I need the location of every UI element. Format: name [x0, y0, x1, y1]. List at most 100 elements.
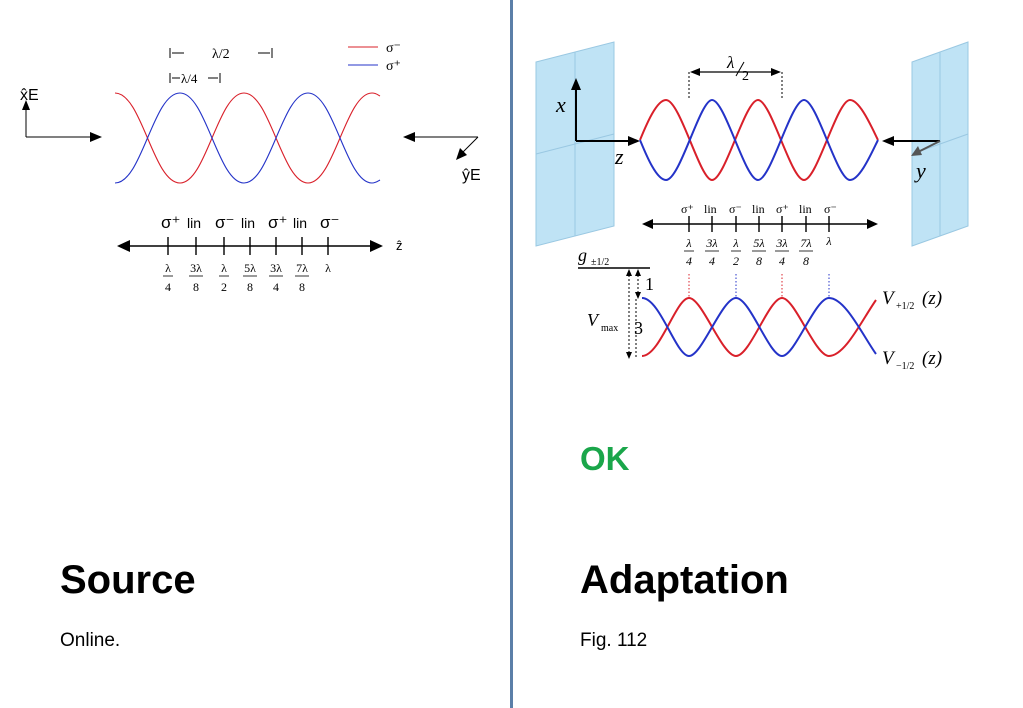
tick-label: 2 — [733, 254, 739, 268]
v-minus-label: V — [882, 348, 896, 369]
adaptation-figure: x z y λ 2 σ⁺ lin σ⁻ lin σ⁺ lin σ⁻ λ 4 3λ — [535, 41, 969, 372]
pol-lin-2: lin — [752, 202, 765, 216]
pol-sigma-plus-2: σ⁺ — [776, 202, 789, 216]
tick-label: λ — [221, 261, 227, 275]
z-axis-label: z — [614, 144, 624, 169]
x-axis-arrowhead — [22, 100, 30, 110]
z-axis-arrowhead — [628, 136, 640, 146]
z-axis-label: ẑ — [396, 238, 403, 253]
g-label: g — [578, 245, 587, 265]
source-heading: Source — [60, 558, 196, 602]
pol-sigma-plus-1: σ⁺ — [681, 202, 694, 216]
status-badge: OK — [580, 440, 630, 477]
right-mirror — [911, 41, 969, 247]
tick-label: λ — [165, 261, 171, 275]
tick-label: 4 — [273, 280, 279, 294]
adaptation-polarization-sequence: σ⁺ lin σ⁻ lin σ⁺ lin σ⁻ — [681, 202, 837, 216]
vmax-label-sub: max — [601, 323, 618, 334]
half-span-slash — [735, 61, 745, 77]
adaptation-caption: Fig. 112 — [580, 630, 648, 651]
pol-sigma-minus-2: σ⁻ — [824, 202, 837, 216]
level-three-label: 3 — [634, 318, 643, 338]
tick-label: 5λ — [753, 236, 764, 250]
left-beam-arrowhead — [90, 132, 102, 142]
quarter-wavelength-marker — [169, 73, 221, 83]
upper-blue-wave — [639, 98, 879, 182]
potential-red-wave — [641, 296, 877, 358]
x-axis-arrowhead — [571, 78, 581, 90]
y-axis-arrowhead — [911, 146, 922, 156]
legend-blue-label: σ⁺ — [386, 59, 401, 74]
level-one-arrowhead-up — [635, 269, 641, 276]
tick-label: 3λ — [270, 261, 282, 275]
y-axis-line — [460, 136, 479, 155]
middle-axis-ticks — [688, 216, 830, 232]
quarter-wavelength-label: λ/4 — [181, 71, 198, 86]
tick-label: 4 — [686, 254, 692, 268]
v-plus-arg: (z) — [922, 288, 942, 309]
tick-label: 8 — [756, 254, 762, 268]
g-label-sub: ±1/2 — [591, 257, 609, 268]
tick-label: 8 — [803, 254, 809, 268]
pol-lin-1: lin — [704, 202, 717, 216]
blue-wave — [114, 92, 381, 184]
tick-label: 5λ — [244, 261, 256, 275]
pol-lin-3: lin — [293, 215, 307, 231]
y-axis-label: y — [914, 158, 926, 183]
v-plus-sub: +1/2 — [896, 301, 914, 312]
tick-label: 8 — [299, 280, 305, 294]
y-axis-line — [917, 140, 941, 153]
tick-label: 8 — [247, 280, 253, 294]
v-minus-arg: (z) — [922, 348, 942, 369]
half-span-arrowhead-left — [690, 68, 700, 76]
tick-label: 2 — [221, 280, 227, 294]
tick-label: 7λ — [296, 261, 308, 275]
pol-sigma-plus-2: σ⁺ — [268, 213, 287, 232]
tick-label: 3λ — [705, 236, 717, 250]
half-wavelength-label: λ/2 — [212, 47, 230, 62]
half-span-den: 2 — [742, 69, 749, 84]
beam-arrowhead — [882, 136, 894, 146]
tick-label: λ — [685, 236, 691, 250]
legend-red-label: σ⁻ — [386, 41, 401, 56]
z-axis-ticks — [167, 237, 329, 255]
z-axis-arrowhead-left — [117, 240, 130, 252]
source-caption: Online. — [60, 630, 121, 651]
tick-label: λ — [325, 261, 331, 275]
x-axis-label: x̂E — [20, 87, 39, 104]
half-span-num: λ — [726, 53, 734, 72]
z-axis-middle-arrowhead-left — [642, 219, 653, 229]
adaptation-heading: Adaptation — [580, 558, 789, 602]
vmax-arrowhead-up — [626, 269, 632, 276]
tick-label: λ — [732, 236, 738, 250]
polarization-sequence: σ⁺ lin σ⁻ lin σ⁺ lin σ⁻ — [161, 213, 339, 232]
pol-sigma-minus-1: σ⁻ — [215, 213, 234, 232]
panel-divider — [510, 0, 513, 708]
pol-lin-2: lin — [241, 215, 255, 231]
middle-tick-labels: λ 4 3λ 4 λ 2 5λ 8 3λ 4 7λ 8 λ — [684, 234, 832, 268]
right-beam-arrowhead — [403, 132, 415, 142]
upper-red-wave — [639, 98, 879, 182]
tick-label: 4 — [709, 254, 715, 268]
pol-sigma-minus-1: σ⁻ — [729, 202, 742, 216]
pol-lin-3: lin — [799, 202, 812, 216]
v-plus-label: V — [882, 288, 896, 309]
half-span-arrowhead-right — [771, 68, 781, 76]
tick-label: 4 — [165, 280, 171, 294]
y-axis-arrowhead — [456, 148, 467, 160]
tick-label: 7λ — [800, 236, 811, 250]
z-axis-arrowhead-right — [370, 240, 383, 252]
blue-minimum-guides — [735, 274, 830, 298]
pol-lin-1: lin — [187, 215, 201, 231]
source-figure: σ⁻ σ⁺ λ/2 λ/4 x̂E ŷE σ⁺ lin σ⁻ lin σ⁺ li… — [20, 41, 481, 294]
level-one-label: 1 — [645, 274, 654, 294]
tick-label: 3λ — [775, 236, 787, 250]
half-wavelength-marker — [169, 48, 273, 58]
level-one-arrowhead-down — [635, 292, 641, 299]
tick-label: 3λ — [190, 261, 202, 275]
tick-label: 8 — [193, 280, 199, 294]
left-mirror — [535, 41, 615, 247]
red-wave — [114, 92, 381, 184]
pol-sigma-minus-2: σ⁻ — [320, 213, 339, 232]
tick-label: 4 — [779, 254, 785, 268]
